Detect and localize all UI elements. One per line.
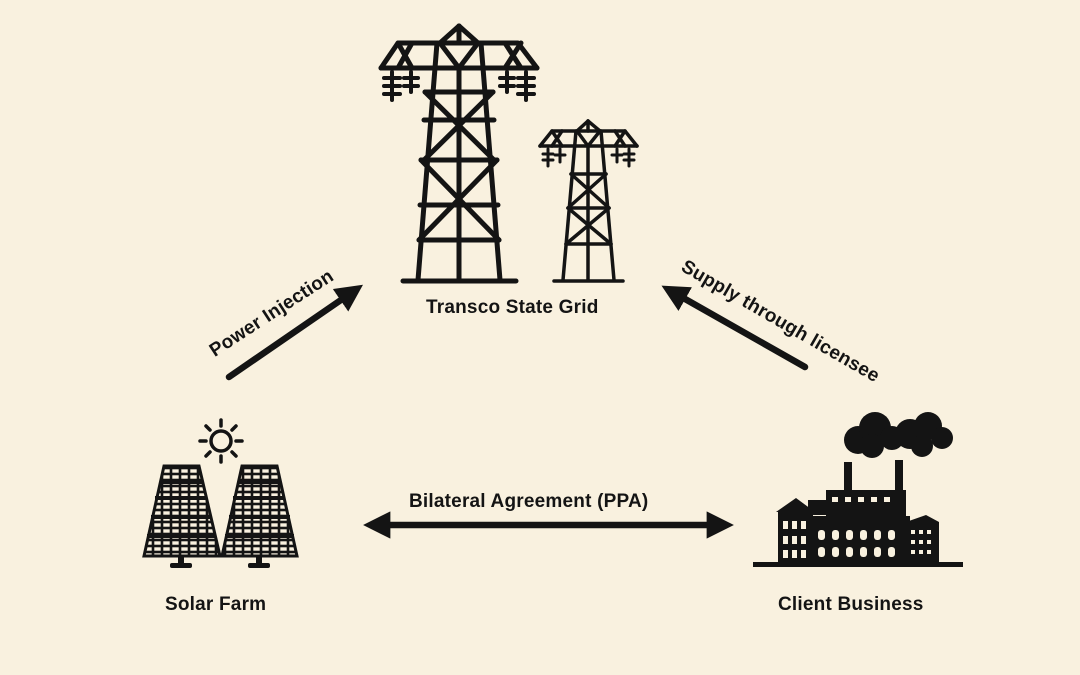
- solar-panel-left: [142, 464, 222, 568]
- sun-icon: [198, 418, 244, 464]
- client-business-label: Client Business: [778, 594, 924, 615]
- arrow-supply-through-licensee: [661, 285, 809, 371]
- solar-panel-icon: [142, 464, 299, 568]
- solar-farm-label: Solar Farm: [165, 594, 267, 615]
- smoke-icon: [844, 412, 953, 458]
- grid-label: Transco State Grid: [426, 297, 599, 318]
- factory-icon: [753, 412, 963, 567]
- transmission-tower-small-icon: [538, 119, 639, 283]
- transmission-tower-icon: [378, 23, 540, 284]
- solar-panel-right: [220, 464, 299, 568]
- bilateral-agreement-label: Bilateral Agreement (PPA): [409, 491, 649, 512]
- arrow-power-injection: [225, 284, 363, 381]
